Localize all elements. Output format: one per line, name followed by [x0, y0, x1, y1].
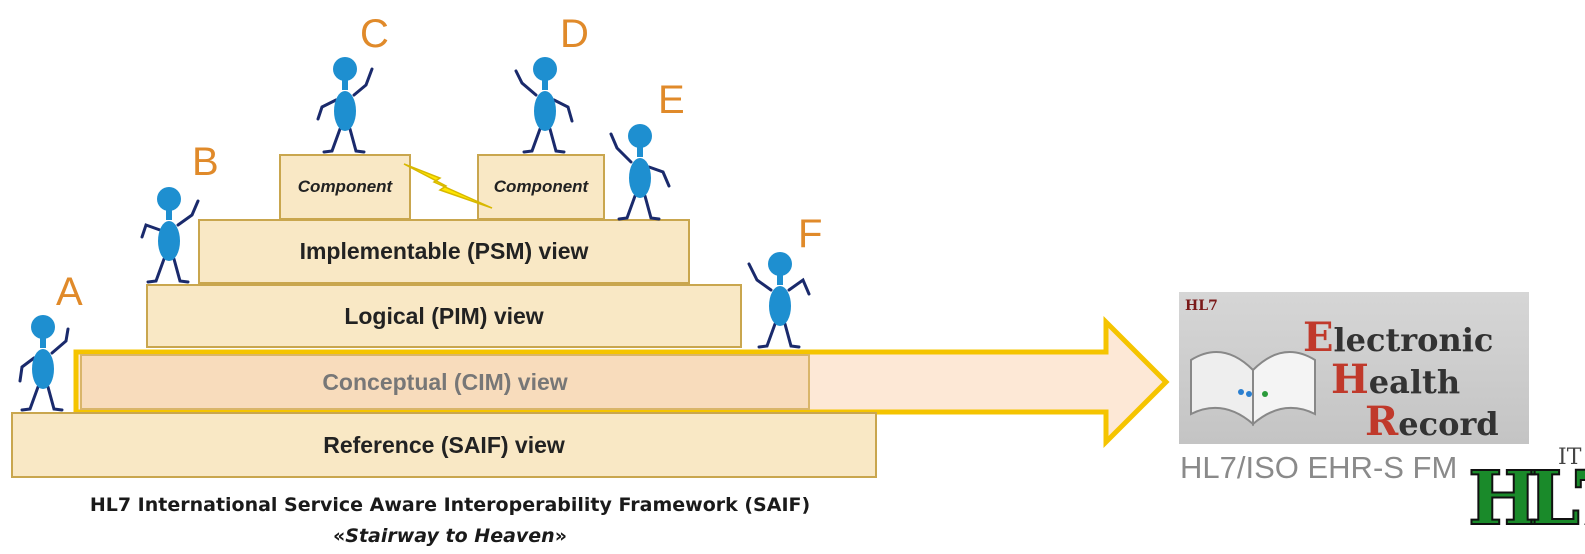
actor-label-a: A [56, 270, 83, 314]
person-c-icon [316, 57, 374, 154]
actor-label-e: E [658, 78, 685, 122]
hl7-italy-logo: HL7 IT [1466, 443, 1585, 551]
hl7-logo-suffix: IT [1558, 445, 1582, 470]
component-left-label: Component [297, 177, 393, 196]
diagram-caption-line1: HL7 International Service Aware Interope… [89, 494, 811, 516]
ehr-caption: HL7/ISO EHR-S FM [1180, 450, 1458, 485]
conceptual-view-label: Conceptual (CIM) view [322, 368, 568, 395]
component-right-box: Component [477, 154, 605, 220]
implementable-view-label: Implementable (PSM) view [299, 238, 589, 264]
person-b-icon [140, 187, 200, 284]
component-right-label: Component [493, 177, 589, 196]
person-e-icon [609, 124, 671, 221]
ehr-word-record: Record [1365, 398, 1499, 445]
open-book-icon [1190, 351, 1316, 427]
actor-label-b: B [192, 140, 219, 184]
person-a-icon [18, 315, 70, 412]
ehr-word-health: Health [1331, 356, 1461, 403]
lightning-bolt-icon [403, 163, 493, 209]
actor-label-d: D [560, 12, 589, 56]
person-f-icon [747, 252, 811, 349]
ehr-hl7-label: HL7 [1185, 298, 1218, 314]
hl7-logo-mark: HL7 [1467, 455, 1585, 543]
person-d-icon [514, 57, 574, 154]
actor-label-f: F [798, 212, 823, 256]
diagram-caption-line2: «Stairway to Heaven» [333, 525, 567, 547]
ehr-word-electronic: Electronic [1303, 314, 1494, 361]
implementable-view-step: Implementable (PSM) view [198, 219, 690, 284]
ehr-image: HL7 Electronic Health Record [1179, 292, 1529, 445]
logical-view-step: Logical (PIM) view [146, 284, 742, 348]
conceptual-view-step: Conceptual (CIM) view [80, 354, 810, 410]
reference-view-step: Reference (SAIF) view [11, 412, 877, 478]
diagram-caption-subtitle: Stairway to Heaven [345, 525, 555, 547]
logical-view-label: Logical (PIM) view [344, 302, 544, 329]
component-left-box: Component [279, 154, 411, 220]
actor-label-c: C [360, 12, 389, 56]
reference-view-label: Reference (SAIF) view [323, 431, 565, 458]
